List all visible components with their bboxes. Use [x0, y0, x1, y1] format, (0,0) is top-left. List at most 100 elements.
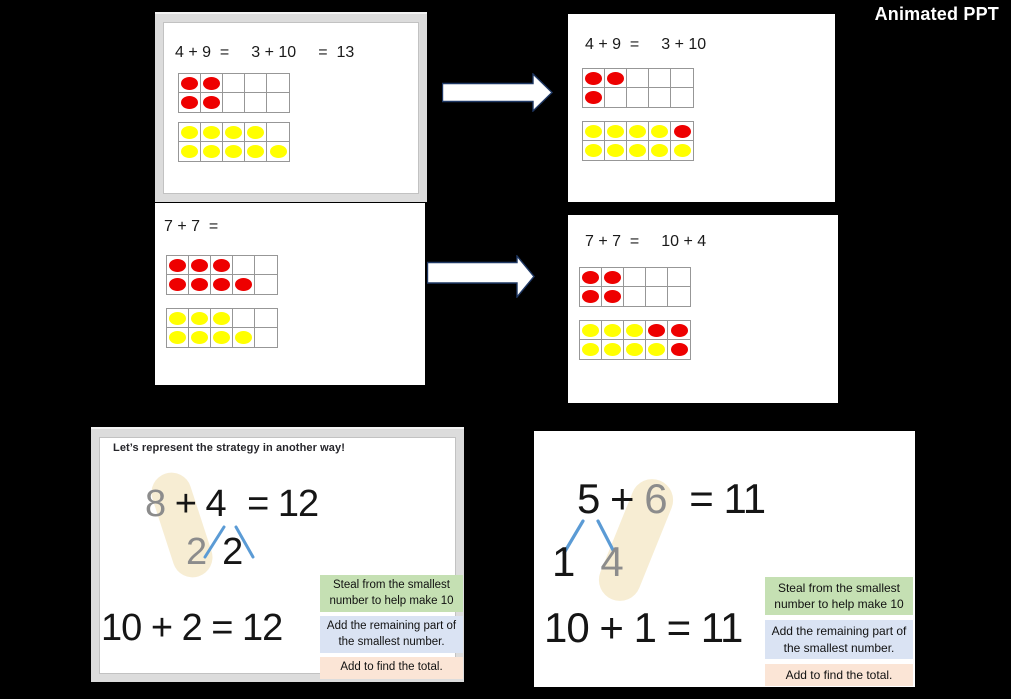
counter-cell-yellow	[580, 321, 602, 340]
equation-7plus7: 7 + 7 =	[164, 218, 218, 236]
red-counter-dot	[585, 91, 602, 104]
slide-4plus9-make10: 4 + 9 = 3 + 10	[568, 14, 835, 202]
counter-cell-empty	[646, 268, 668, 287]
counter-cell-red	[233, 275, 255, 294]
counter-cell-red	[167, 275, 189, 294]
counter-cell-red	[201, 93, 223, 112]
counter-cell-empty	[668, 268, 690, 287]
equation-part: 3 + 10	[661, 36, 707, 53]
counter-cell-empty	[255, 309, 277, 328]
yellow-counter-dot	[629, 124, 646, 138]
equation-part: 3 + 10	[251, 44, 297, 61]
yellow-counter-dot	[181, 145, 198, 158]
counter-cell-empty	[671, 69, 693, 88]
equation-top: 8 + 4 = 12	[145, 483, 319, 525]
counter-cell-yellow	[189, 309, 211, 328]
step-steal-box: Steal from the smallest number to help m…	[765, 577, 913, 616]
counter-cell-yellow	[646, 340, 668, 359]
addend-b: 6	[644, 475, 667, 522]
counter-cell-empty	[233, 309, 255, 328]
equation-7plus7-make10: 7 + 7 =10 + 4	[585, 233, 706, 251]
counter-cell-empty	[627, 69, 649, 88]
equation-part: 4 + 9 =	[585, 36, 640, 53]
step-add-total-box: Add to find the total.	[765, 663, 913, 686]
red-counter-dot	[213, 278, 230, 291]
counter-cell-red	[201, 74, 223, 93]
red-counter-dot	[235, 278, 252, 291]
ten-frame-yellow	[178, 122, 290, 162]
slide-7plus7-question: 7 + 7 =	[155, 203, 425, 385]
ten-frame-red	[582, 68, 694, 108]
counter-cell-empty	[624, 268, 646, 287]
arrow-right-icon	[427, 255, 535, 298]
counter-cell-red	[167, 256, 189, 275]
equation-part: 7 + 7 =	[585, 233, 640, 250]
counter-cell-empty	[245, 93, 267, 112]
yellow-counter-dot	[651, 124, 668, 138]
counter-cell-empty	[245, 74, 267, 93]
red-counter-dot	[604, 290, 621, 303]
split-right: 4	[600, 538, 623, 585]
counter-cell-empty	[267, 74, 289, 93]
red-counter-dot	[582, 270, 599, 284]
counter-cell-red	[602, 268, 624, 287]
yellow-counter-dot	[582, 323, 599, 337]
counter-cell-yellow	[624, 321, 646, 340]
counter-cell-red	[668, 340, 690, 359]
split-left: 2	[186, 531, 207, 573]
counter-cell-red	[605, 69, 627, 88]
counter-cell-yellow	[605, 122, 627, 141]
yellow-counter-dot	[585, 124, 602, 138]
counter-cell-red	[211, 275, 233, 294]
counter-cell-yellow	[233, 328, 255, 347]
counter-cell-yellow	[223, 142, 245, 161]
counter-cell-red	[583, 88, 605, 107]
counter-cell-yellow	[245, 123, 267, 142]
red-counter-dot	[191, 278, 208, 291]
step-steal-box: Steal from the smallest number to help m…	[320, 575, 463, 613]
red-counter-dot	[670, 323, 688, 337]
counter-cell-red	[583, 69, 605, 88]
slide-strategy-8plus4: Let’s represent the strategy in another …	[91, 427, 464, 682]
addend-a: 8	[145, 483, 166, 525]
counter-cell-yellow	[627, 122, 649, 141]
equation-part: 4 + 9 =	[175, 44, 230, 61]
equation-4plus9-make10: 4 + 9 = 3 + 10	[585, 36, 706, 54]
ten-frame-red	[579, 267, 691, 307]
ten-frame-yellow	[166, 308, 278, 348]
red-counter-dot	[213, 258, 230, 272]
yellow-counter-dot	[648, 343, 665, 356]
counter-cell-red	[179, 93, 201, 112]
counter-cell-yellow	[627, 141, 649, 160]
yellow-counter-dot	[235, 331, 252, 344]
yellow-counter-dot	[651, 144, 668, 157]
plus-sign: +	[174, 483, 197, 525]
counter-cell-empty	[255, 256, 277, 275]
ten-frame-yellow	[579, 320, 691, 360]
counter-cell-yellow	[223, 123, 245, 142]
counter-cell-red	[671, 122, 693, 141]
yellow-counter-dot	[213, 331, 230, 344]
counter-cell-empty	[671, 88, 693, 107]
counter-cell-empty	[649, 69, 671, 88]
counter-cell-yellow	[201, 142, 223, 161]
yellow-counter-dot	[585, 144, 602, 157]
red-counter-dot	[585, 71, 602, 85]
yellow-counter-dot	[607, 124, 624, 138]
addend-b: 4	[205, 483, 226, 525]
counter-cell-empty	[668, 287, 690, 306]
step-add-total-box: Add to find the total.	[320, 657, 463, 679]
equation-part: = 13	[318, 44, 355, 61]
red-counter-dot	[648, 323, 665, 337]
counter-cell-empty	[627, 88, 649, 107]
red-counter-dot	[169, 258, 186, 272]
yellow-counter-dot	[213, 311, 230, 325]
yellow-counter-dot	[191, 311, 208, 325]
strategy-steps: Steal from the smallest number to help m…	[765, 577, 913, 686]
yellow-counter-dot	[169, 331, 186, 344]
red-counter-dot	[169, 278, 186, 291]
